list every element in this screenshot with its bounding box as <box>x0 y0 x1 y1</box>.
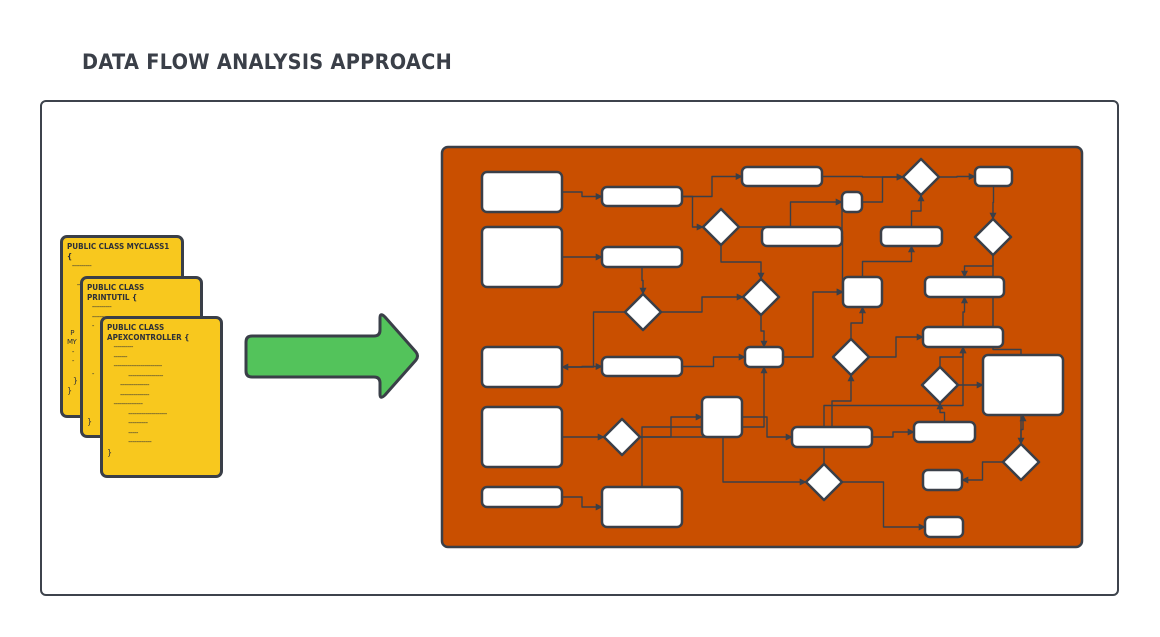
flow-connector <box>850 306 866 339</box>
code-document-body: ---------- ------- ---------------------… <box>107 343 216 458</box>
flow-connector <box>682 195 704 231</box>
flow-process-node <box>600 185 684 208</box>
flow-process-node <box>760 225 844 248</box>
flow-connector <box>961 296 968 327</box>
right-arrow-icon <box>244 313 419 399</box>
flow-decision-node <box>741 277 781 317</box>
flow-connector <box>1019 414 1027 444</box>
flow-process-node <box>879 225 944 248</box>
code-document-header: PUBLIC CLASS PRINTUTIL { <box>87 283 145 302</box>
flow-connector <box>910 194 925 227</box>
flow-connector <box>661 293 744 313</box>
flow-connector <box>562 496 603 511</box>
flow-connector <box>783 288 844 358</box>
flow-process-node <box>840 190 864 214</box>
flow-decision-node <box>623 292 663 332</box>
code-line: ------------ <box>107 438 152 446</box>
flow-connector <box>842 481 926 531</box>
flow-process-node <box>700 395 744 439</box>
flow-connector <box>682 173 743 198</box>
flow-connector <box>742 416 793 441</box>
flow-decision-node <box>602 417 642 457</box>
code-line: ------------------------- <box>107 362 163 370</box>
code-line: ---------- <box>87 303 112 311</box>
flow-connector <box>760 315 768 348</box>
flow-connector <box>869 333 924 358</box>
flow-decision-node <box>701 207 741 247</box>
flow-nodes <box>480 157 1065 539</box>
flow-decision-node <box>920 365 960 405</box>
code-line: } <box>107 447 112 457</box>
flow-process-node <box>600 245 684 269</box>
flow-decision-node <box>804 462 844 502</box>
flow-decision-node <box>973 217 1013 257</box>
flow-process-node <box>973 165 1014 188</box>
code-line: ----- <box>107 428 138 437</box>
flow-process-node <box>480 225 564 289</box>
flow-process-node <box>600 485 684 529</box>
flow-connector <box>720 245 765 280</box>
code-line: ---------- <box>107 343 134 351</box>
flow-connector <box>831 374 855 427</box>
flow-connector <box>989 186 997 220</box>
code-document-apexcontroller: PUBLIC CLASS APEXCONTROLLER { ----------… <box>100 316 223 478</box>
flow-process-node <box>480 170 564 214</box>
code-line: ------- <box>87 312 106 321</box>
flow-process-node <box>841 275 884 309</box>
flow-connector <box>939 173 976 180</box>
flow-process-node <box>743 345 785 369</box>
code-line: MY <box>67 338 77 346</box>
flow-connector <box>961 461 1003 484</box>
flow-connector <box>562 191 603 200</box>
flow-process-node <box>923 275 1006 299</box>
code-line: P <box>67 328 74 337</box>
code-line: - <box>67 347 75 356</box>
flow-connector <box>936 402 946 422</box>
flow-process-node <box>923 515 965 539</box>
flow-process-node <box>480 345 564 389</box>
flow-process-node <box>790 425 874 449</box>
flow-connector <box>639 267 647 295</box>
flow-process-node <box>480 405 564 469</box>
flow-process-node <box>912 420 977 444</box>
flow-decision-node <box>901 157 941 197</box>
diagram-title: DATA FLOW ANALYSIS APPROACH <box>82 50 453 74</box>
code-line: -------------------- <box>107 409 167 418</box>
code-line: ---------- <box>107 419 148 427</box>
flow-decision-node <box>1001 442 1041 482</box>
code-line: --------------- <box>107 390 149 399</box>
code-line: - <box>67 357 75 365</box>
code-line: } <box>87 417 92 426</box>
code-line: ------- <box>107 352 128 361</box>
code-line: ---------- <box>67 262 92 270</box>
code-line: --------------- <box>107 381 149 389</box>
flow-process-node <box>921 468 964 492</box>
flow-connector <box>562 363 603 370</box>
flow-connector <box>640 436 807 486</box>
code-document-header: PUBLIC CLASS APEXCONTROLLER { <box>107 323 190 342</box>
code-document-header: PUBLIC CLASS MYCLASS1 { <box>67 242 170 261</box>
flow-process-node <box>480 485 564 509</box>
flow-process-node <box>740 165 824 188</box>
code-line: - <box>87 322 95 330</box>
code-line: } <box>67 376 78 385</box>
flow-decision-node <box>831 337 871 377</box>
flow-process-node <box>921 325 1005 349</box>
code-line: } <box>67 386 72 395</box>
flow-process-node <box>600 355 684 378</box>
flow-connector <box>861 245 915 277</box>
flow-connector <box>822 173 904 181</box>
code-line: - <box>87 369 95 378</box>
flow-process-node <box>981 353 1065 417</box>
code-line: --------------- <box>107 400 143 408</box>
code-line: ------------------ <box>107 371 163 380</box>
code-document-body: ---------- ------- - - } <box>87 303 196 427</box>
flow-connector <box>872 428 915 438</box>
flow-connector <box>682 353 746 368</box>
